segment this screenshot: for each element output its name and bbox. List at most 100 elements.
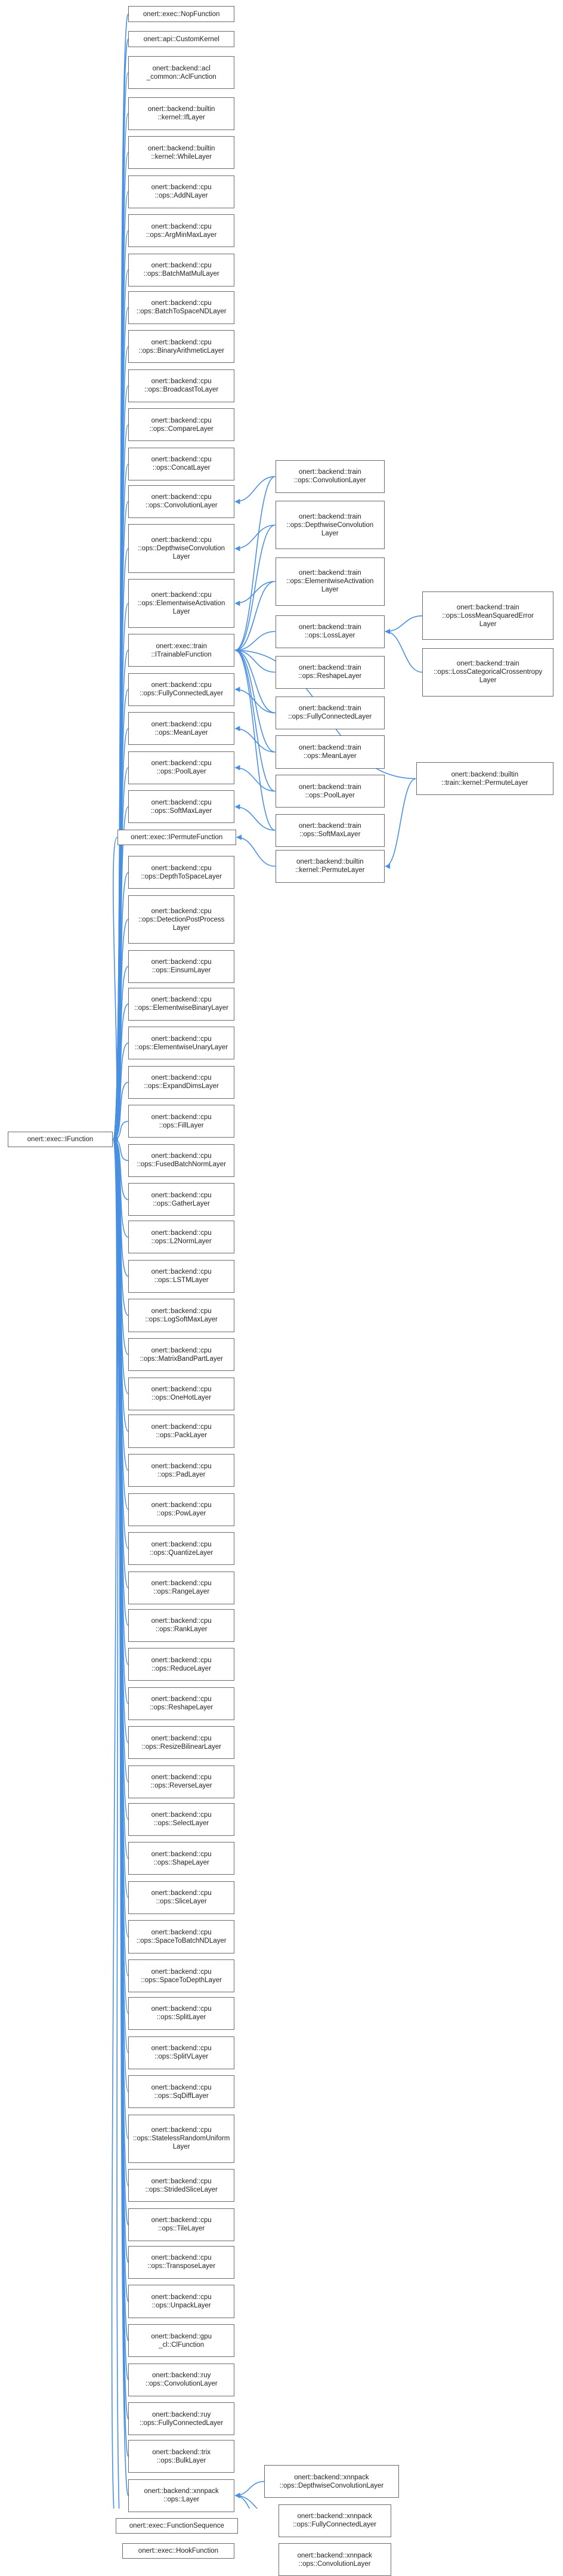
class-node-rank[interactable]: onert::backend::cpu::ops::RankLayer	[128, 1609, 235, 1642]
class-node-sqdiff[interactable]: onert::backend::cpu::ops::SqDiffLayer	[128, 2075, 235, 2109]
class-node-argmin[interactable]: onert::backend::cpu::ops::ArgMinMaxLayer	[128, 214, 235, 248]
class-node-l2n[interactable]: onert::backend::cpu::ops::L2NormLayer	[128, 1221, 235, 1254]
class-node-trlcce[interactable]: onert::backend::train::ops::LossCategori…	[422, 648, 554, 697]
class-node-trsoftmax[interactable]: onert::backend::train::ops::SoftMaxLayer	[275, 814, 385, 847]
class-node-itrain[interactable]: onert::exec::train::ITrainableFunction	[128, 634, 235, 667]
class-node-bcast[interactable]: onert::backend::cpu::ops::BroadcastToLay…	[128, 369, 235, 402]
class-node-trmean[interactable]: onert::backend::train::ops::MeanLayer	[275, 735, 385, 769]
class-node-ifl[interactable]: onert::backend::builtin::kernel::IfLayer	[128, 97, 235, 130]
class-node-range[interactable]: onert::backend::cpu::ops::RangeLayer	[128, 1571, 235, 1604]
class-node-addn[interactable]: onert::backend::cpu::ops::AddNLayer	[128, 175, 235, 208]
class-node-label: Layer	[479, 677, 497, 685]
class-node-trbperm[interactable]: onert::backend::builtin::train::kernel::…	[416, 762, 554, 796]
class-node-elact[interactable]: onert::backend::cpu::ops::ElementwiseAct…	[128, 579, 235, 628]
class-node-lstm[interactable]: onert::backend::cpu::ops::LSTMLayer	[128, 1259, 235, 1293]
class-node-quant[interactable]: onert::backend::cpu::ops::QuantizeLayer	[128, 1532, 235, 1566]
class-node-xfc[interactable]: onert::backend::xnnpack::ops::FullyConne…	[278, 2504, 391, 2537]
class-node-onehot[interactable]: onert::backend::cpu::ops::OneHotLayer	[128, 1377, 235, 1410]
class-node-pow[interactable]: onert::backend::cpu::ops::PowLayer	[128, 1493, 235, 1526]
class-node-xdw[interactable]: onert::backend::xnnpack::ops::DepthwiseC…	[264, 2465, 399, 2498]
class-node-actf[interactable]: onert::backend::acl_common::AclFunction	[128, 56, 235, 90]
class-node-trmse[interactable]: onert::backend::train::ops::LossMeanSqua…	[422, 591, 554, 640]
class-node-mean[interactable]: onert::backend::cpu::ops::MeanLayer	[128, 712, 235, 745]
edge-trlcce-to-trloss	[385, 628, 423, 673]
class-node-batchmat[interactable]: onert::backend::cpu::ops::BatchMatMulLay…	[128, 253, 235, 286]
class-node-resize[interactable]: onert::backend::cpu::ops::ResizeBilinear…	[128, 1726, 235, 1760]
class-node-trpool[interactable]: onert::backend::train::ops::PoolLayer	[275, 775, 385, 808]
class-node-bperm[interactable]: onert::backend::builtin::kernel::Permute…	[275, 849, 385, 883]
class-node-b2s[interactable]: onert::backend::cpu::ops::BatchToSpaceND…	[128, 291, 235, 324]
class-node-trdw[interactable]: onert::backend::train::ops::DepthwiseCon…	[275, 501, 385, 550]
class-node-pool[interactable]: onert::backend::cpu::ops::PoolLayer	[128, 751, 235, 784]
class-node-conv[interactable]: onert::backend::cpu::ops::ConvolutionLay…	[128, 485, 235, 518]
class-node-root[interactable]: onert::exec::IFunction	[8, 1131, 113, 1148]
class-node-concat[interactable]: onert::backend::cpu::ops::ConcatLayer	[128, 447, 235, 481]
class-node-funcseq[interactable]: onert::exec::FunctionSequence	[116, 2518, 238, 2534]
class-node-mbp[interactable]: onert::backend::cpu::ops::MatrixBandPart…	[128, 1338, 235, 1372]
class-node-whilel[interactable]: onert::backend::builtin::kernel::WhileLa…	[128, 136, 235, 170]
class-node-reshape[interactable]: onert::backend::cpu::ops::ReshapeLayer	[128, 1687, 235, 1720]
class-node-pack[interactable]: onert::backend::cpu::ops::PackLayer	[128, 1415, 235, 1448]
class-node-nop[interactable]: onert::exec::NopFunction	[128, 6, 235, 22]
class-node-compare[interactable]: onert::backend::cpu::ops::CompareLayer	[128, 408, 235, 442]
edge-trconv-to-itrain	[234, 476, 276, 653]
class-node-pad[interactable]: onert::backend::cpu::ops::PadLayer	[128, 1454, 235, 1487]
class-node-unpack[interactable]: onert::backend::cpu::ops::UnpackLayer	[128, 2285, 235, 2318]
class-node-label: ::ITrainableFunction	[151, 651, 212, 658]
class-node-shape[interactable]: onert::backend::cpu::ops::ShapeLayer	[128, 1842, 235, 1875]
class-node-label: onert::backend::xnnpack	[144, 2488, 219, 2495]
class-node-transpose[interactable]: onert::backend::cpu::ops::TransposeLayer	[128, 2245, 235, 2279]
class-node-splitv[interactable]: onert::backend::cpu::ops::SplitVLayer	[128, 2036, 235, 2069]
class-node-fill[interactable]: onert::backend::cpu::ops::FillLayer	[128, 1105, 235, 1138]
class-node-detpost[interactable]: onert::backend::cpu::ops::DetectionPostP…	[128, 895, 235, 944]
edge-elun-to-root	[112, 1042, 129, 1142]
class-node-label: ::ops::PoolLayer	[156, 768, 206, 776]
class-node-logsm[interactable]: onert::backend::cpu::ops::LogSoftMaxLaye…	[128, 1299, 235, 1332]
class-node-label: onert::backend::train	[298, 664, 361, 672]
class-node-binar[interactable]: onert::backend::cpu::ops::BinaryArithmet…	[128, 330, 235, 363]
edge-trfc-to-itrain	[234, 648, 276, 714]
class-node-slice[interactable]: onert::backend::cpu::ops::SliceLayer	[128, 1881, 235, 1914]
class-node-trconv[interactable]: onert::backend::train::ops::ConvolutionL…	[275, 460, 385, 493]
class-node-s2d[interactable]: onert::backend::cpu::ops::SpaceToDepthLa…	[128, 1959, 235, 1993]
class-node-trixbulk[interactable]: onert::backend::trix::ops::BulkLayer	[128, 2440, 235, 2473]
class-node-xconv[interactable]: onert::backend::xnnpack::ops::Convolutio…	[278, 2543, 391, 2576]
class-node-xnnlayer[interactable]: onert::backend::xnnpack::ops::Layer	[128, 2479, 235, 2512]
class-node-srand[interactable]: onert::backend::cpu::ops::StatelessRando…	[128, 2114, 235, 2163]
edge-funcseq-to-root	[111, 1137, 119, 2509]
class-node-select[interactable]: onert::backend::cpu::ops::SelectLayer	[128, 1802, 235, 1836]
class-node-trfc[interactable]: onert::backend::train::ops::FullyConnect…	[275, 696, 385, 729]
class-node-tile[interactable]: onert::backend::cpu::ops::TileLayer	[128, 2208, 235, 2242]
class-node-fbn[interactable]: onert::backend::cpu::ops::FusedBatchNorm…	[128, 1144, 235, 1177]
class-node-iperm[interactable]: onert::exec::IPermuteFunction	[117, 829, 236, 845]
class-node-softmax[interactable]: onert::backend::cpu::ops::SoftMaxLayer	[128, 790, 235, 824]
class-node-gather[interactable]: onert::backend::cpu::ops::GatherLayer	[128, 1183, 235, 1216]
class-node-trloss[interactable]: onert::backend::train::ops::LossLayer	[275, 615, 385, 648]
class-node-trelact[interactable]: onert::backend::train::ops::ElementwiseA…	[275, 557, 385, 606]
class-node-label: onert::backend::cpu	[151, 494, 212, 501]
class-node-ruyfc[interactable]: onert::backend::ruy::ops::FullyConnected…	[128, 2402, 235, 2436]
class-node-label: onert::backend::gpu	[151, 2332, 212, 2340]
class-node-fc[interactable]: onert::backend::cpu::ops::FullyConnected…	[128, 673, 235, 706]
class-node-split[interactable]: onert::backend::cpu::ops::SplitLayer	[128, 1996, 235, 2030]
class-node-elun[interactable]: onert::backend::cpu::ops::ElementwiseUna…	[128, 1027, 235, 1060]
class-node-label: onert::backend::cpu	[151, 591, 212, 599]
class-node-label: ::ops::DepthwiseConvolution	[286, 521, 374, 529]
class-node-hook[interactable]: onert::exec::HookFunction	[122, 2543, 235, 2559]
class-node-reverse[interactable]: onert::backend::cpu::ops::ReverseLayer	[128, 1765, 235, 1798]
class-node-label: ::ops::SpaceToBatchNDLayer	[136, 1937, 227, 1945]
class-node-einsum[interactable]: onert::backend::cpu::ops::EinsumLayer	[128, 950, 235, 983]
class-node-label: onert::backend::cpu	[151, 2084, 212, 2091]
class-node-sslice[interactable]: onert::backend::cpu::ops::StridedSliceLa…	[128, 2169, 235, 2202]
class-node-dwconv[interactable]: onert::backend::cpu::ops::DepthwiseConvo…	[128, 524, 235, 573]
class-node-trreshape[interactable]: onert::backend::train::ops::ReshapeLayer	[275, 655, 385, 689]
class-node-elbin[interactable]: onert::backend::cpu::ops::ElementwiseBin…	[128, 987, 235, 1021]
class-node-gpucl[interactable]: onert::backend::gpu_cl::ClFunction	[128, 2324, 235, 2358]
class-node-d2s[interactable]: onert::backend::cpu::ops::DepthToSpaceLa…	[128, 856, 235, 889]
class-node-ruyconv[interactable]: onert::backend::ruy::ops::ConvolutionLay…	[128, 2363, 235, 2396]
class-node-s2b[interactable]: onert::backend::cpu::ops::SpaceToBatchND…	[128, 1920, 235, 1953]
class-node-label: onert::backend::builtin	[296, 858, 364, 866]
class-node-reduce[interactable]: onert::backend::cpu::ops::ReduceLayer	[128, 1648, 235, 1681]
class-node-expand[interactable]: onert::backend::cpu::ops::ExpandDimsLaye…	[128, 1065, 235, 1099]
class-node-custom[interactable]: onert::api::CustomKernel	[128, 31, 235, 47]
